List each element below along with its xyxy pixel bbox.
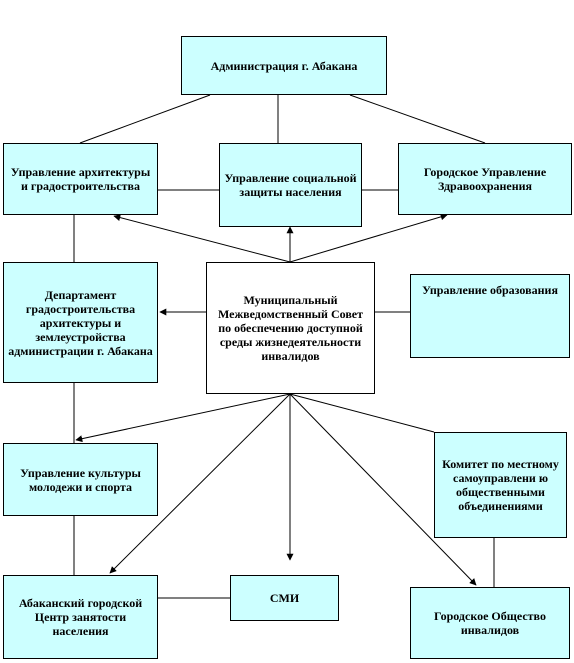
node-employment: Абаканский городской Центр занятости нас…: [3, 575, 158, 659]
node-architecture: Управление архитектуры и градостроительс…: [3, 143, 158, 215]
node-administration: Администрация г. Абакана: [181, 36, 387, 95]
line-admin-architecture: [79, 94, 211, 144]
node-department: Департамент градостроительства архитекту…: [3, 262, 158, 383]
node-social-protection-label: Управление социальной защиты населения: [224, 171, 357, 199]
line-to-committee: [289, 393, 435, 433]
node-society: Городское Общество инвалидов: [410, 587, 570, 659]
node-education: Управление образования: [410, 274, 570, 358]
node-administration-label: Администрация г. Абакана: [210, 58, 358, 73]
arrow-to-culture: [75, 393, 291, 443]
node-department-label: Департамент градостроительства архитекту…: [8, 287, 153, 358]
node-council: Муниципальный Межведомственный Совет по …: [206, 262, 375, 394]
node-culture-label: Управление культуры молодежи и спорта: [20, 465, 141, 494]
node-council-label: Муниципальный Межведомственный Совет по …: [217, 293, 364, 363]
node-committee-label: Комитет по местному самоуправлени ю обще…: [442, 457, 559, 513]
node-health-label: Городское Управление Здравоохранения: [423, 165, 547, 193]
node-media-label: СМИ: [269, 591, 300, 605]
node-committee: Комитет по местному самоуправлени ю обще…: [434, 432, 567, 538]
arrow-to-architecture: [113, 214, 291, 263]
node-culture: Управление культуры молодежи и спорта: [3, 443, 158, 516]
node-health: Городское Управление Здравоохранения: [398, 143, 572, 215]
node-social-protection: Управление социальной защиты населения: [219, 143, 362, 227]
line-admin-health: [349, 94, 486, 144]
node-media: СМИ: [230, 575, 339, 621]
node-architecture-label: Управление архитектуры и градостроительс…: [10, 165, 151, 193]
arrow-to-employment: [109, 393, 291, 574]
node-education-label: Управление образования: [422, 283, 558, 297]
arrow-to-health: [289, 213, 448, 263]
node-society-label: Городское Общество инвалидов: [434, 609, 546, 637]
arrow-to-society: [289, 393, 477, 586]
node-employment-label: Абаканский городской Центр занятости нас…: [18, 596, 143, 638]
